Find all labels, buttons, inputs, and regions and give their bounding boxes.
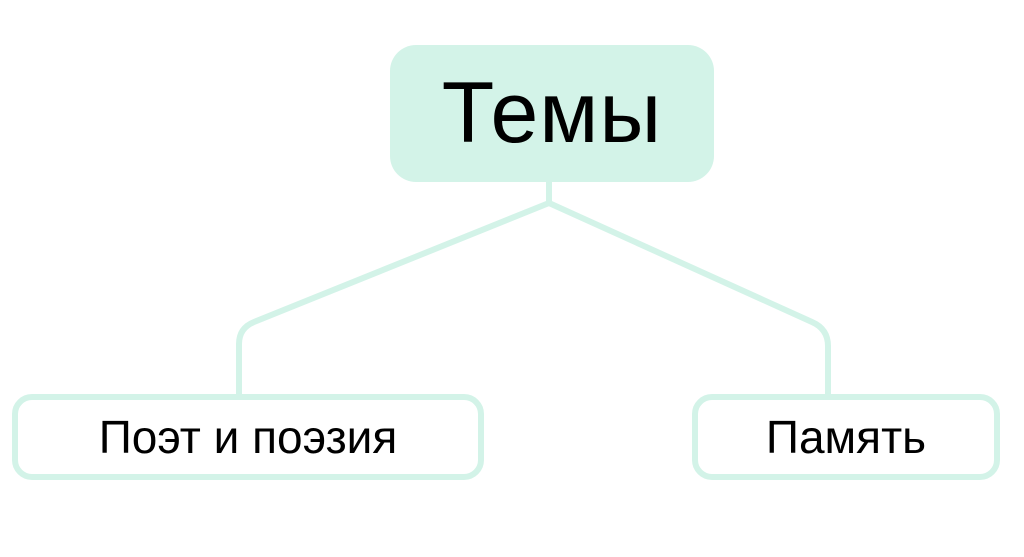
- child-node-label: Поэт и поэзия: [98, 411, 398, 463]
- root-node-themes: Темы: [390, 45, 714, 182]
- child-node-poet-and-poetry: Поэт и поэзия: [12, 394, 484, 480]
- connector-root-to-poet: [236, 179, 552, 397]
- child-node-label: Память: [765, 411, 927, 463]
- child-node-memory: Память: [692, 394, 1000, 480]
- root-node-label: Темы: [441, 65, 663, 161]
- connector-root-to-memory: [546, 200, 831, 397]
